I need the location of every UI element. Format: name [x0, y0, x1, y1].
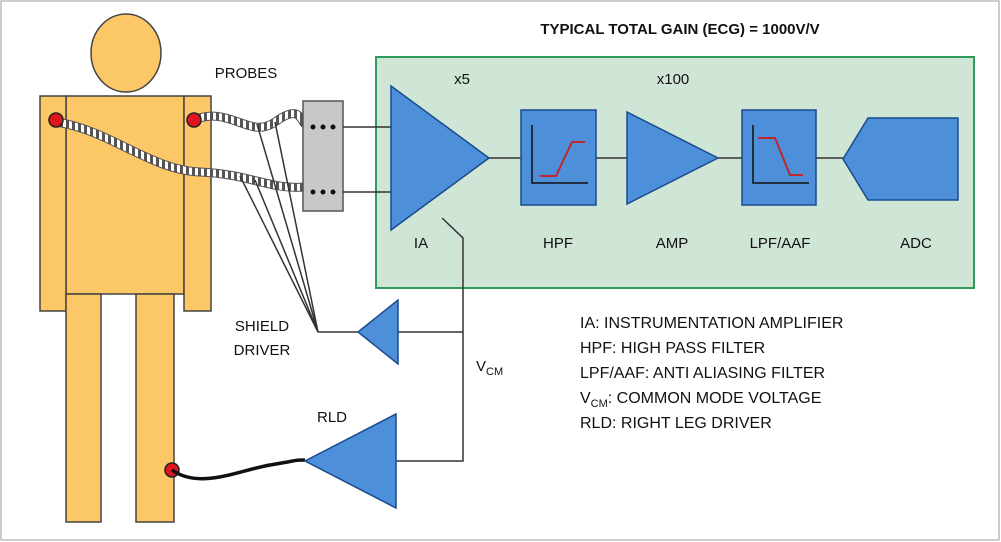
signal-wires — [343, 126, 843, 462]
shield-driver-label-line1: SHIELD — [235, 318, 289, 335]
legend-item-lpf: LPF/AAF: ANTI ALIASING FILTER — [580, 365, 825, 382]
shield-wires — [239, 121, 358, 333]
probes-label: PROBES — [215, 65, 278, 82]
lowpass-curve-icon — [758, 137, 803, 176]
lpf-label: LPF/AAF — [750, 235, 811, 252]
connector-pins — [310, 124, 336, 195]
vcm-label: VCM — [476, 358, 503, 378]
total-gain-title: TYPICAL TOTAL GAIN (ECG) = 1000V/V — [540, 21, 819, 38]
rld-label: RLD — [317, 409, 347, 426]
human-figure — [39, 13, 212, 523]
ia-amplifier — [390, 84, 491, 232]
ia-label: IA — [414, 235, 428, 252]
electrode-right-arm — [186, 112, 202, 128]
hpf-label: HPF — [543, 235, 573, 252]
right-arm — [183, 95, 212, 312]
shield-driver-amplifier — [356, 298, 399, 366]
lpf-block — [741, 109, 817, 206]
right-leg — [135, 293, 175, 523]
electrode-left-arm — [48, 112, 64, 128]
amp-amplifier — [626, 110, 720, 206]
probe-cables — [55, 109, 309, 192]
legend-item-rld: RLD: RIGHT LEG DRIVER — [580, 415, 772, 432]
rld-amplifier — [303, 412, 397, 510]
amp-gain-label: x100 — [657, 71, 690, 88]
legend-item-vcm: VCM: COMMON MODE VOLTAGE — [580, 390, 821, 410]
rld-cable — [170, 458, 306, 481]
ia-gain-label: x5 — [454, 71, 470, 88]
shield-driver-label-line2: DRIVER — [234, 342, 291, 359]
amp-label: AMP — [656, 235, 689, 252]
legend-item-hpf: HPF: HIGH PASS FILTER — [580, 340, 765, 357]
adc-label: ADC — [900, 235, 932, 252]
highpass-curve-icon — [540, 141, 585, 177]
legend-item-ia: IA: INSTRUMENTATION AMPLIFIER — [580, 315, 843, 332]
left-leg — [65, 293, 102, 523]
head — [90, 13, 162, 93]
legend: IA: INSTRUMENTATION AMPLIFIER HPF: HIGH … — [580, 315, 843, 432]
adc-block — [842, 117, 959, 201]
hpf-block — [520, 109, 597, 206]
left-arm — [39, 95, 67, 312]
